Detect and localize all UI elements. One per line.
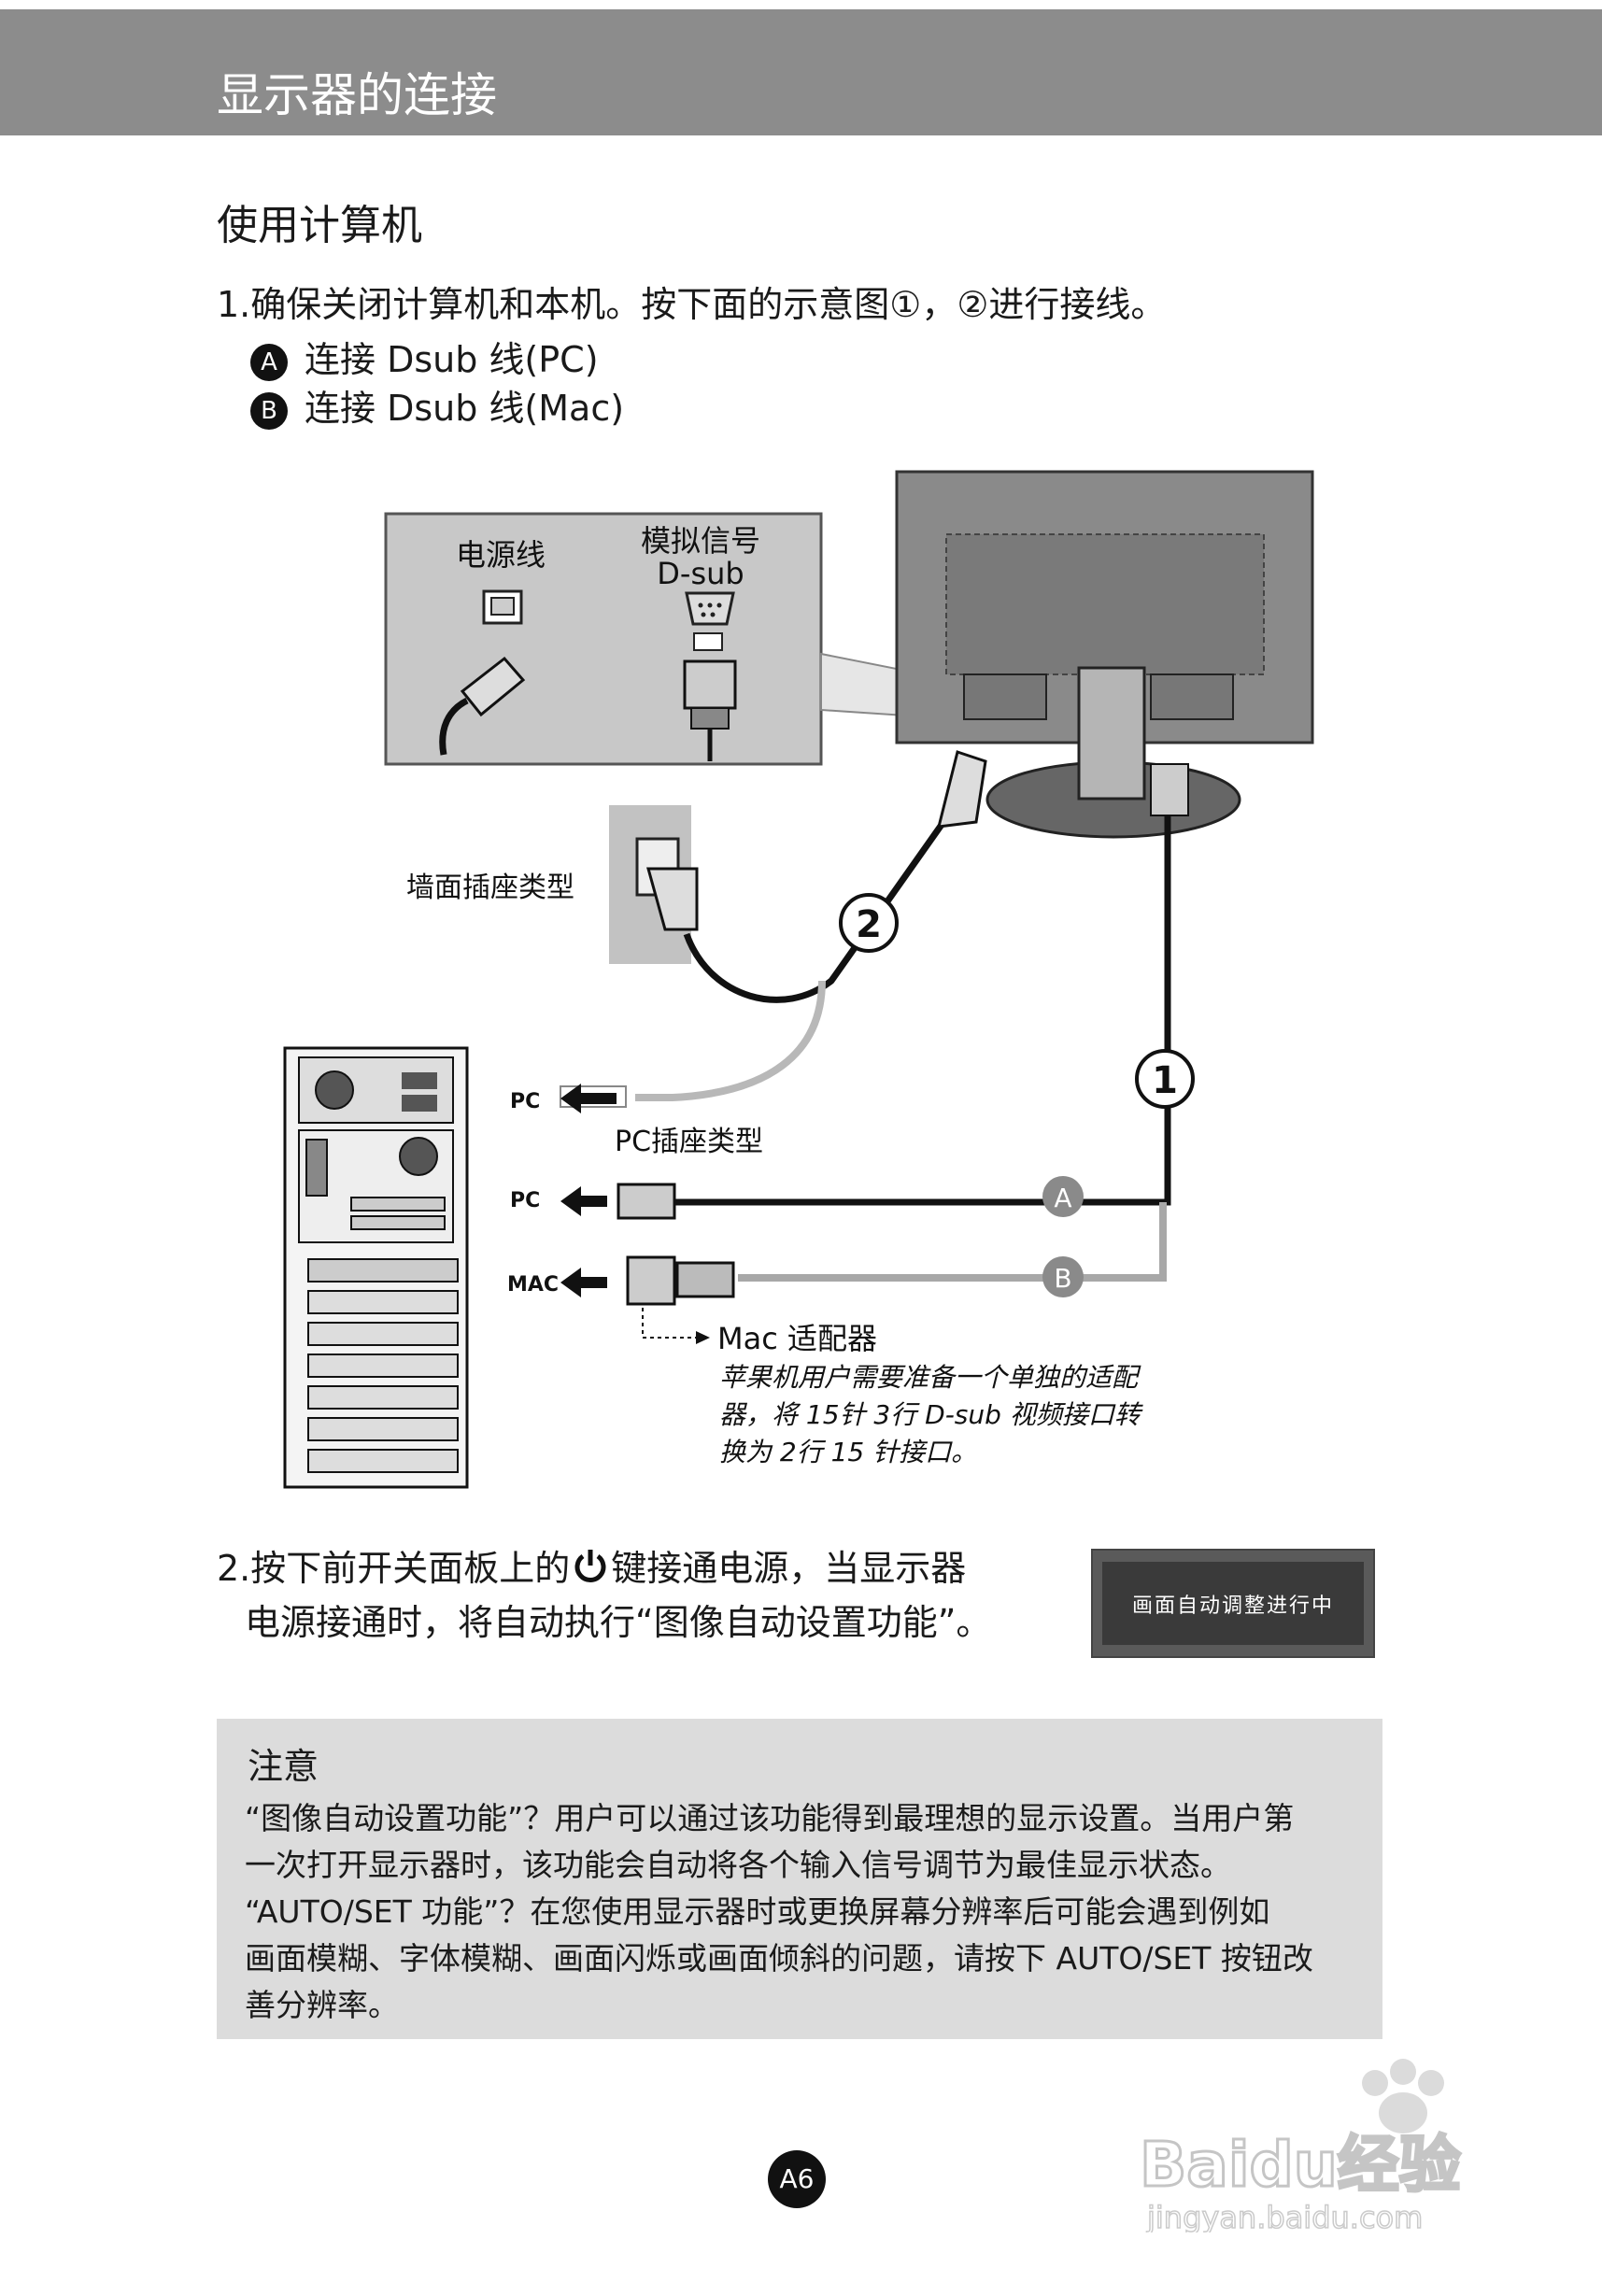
baidu-jingyan-watermark: Baidu经验 jingyan.baidu.com bbox=[1139, 2059, 1462, 2232]
label-mac: MAC bbox=[507, 1273, 559, 1297]
label-dsub: D-sub bbox=[657, 556, 744, 591]
step-2-text: 2.按下前开关面板上的键接通电源，当显示器 电源接通时，将自动执行“图像自动设置… bbox=[217, 1541, 991, 1650]
option-b: B 连接 Dsub 线(Mac) bbox=[250, 379, 624, 431]
dsub-cable-mac bbox=[738, 1202, 1167, 1282]
power-icon bbox=[574, 1550, 606, 1582]
dsub-plug-icon bbox=[683, 659, 737, 761]
badge-b-diagram: B bbox=[1042, 1256, 1084, 1297]
badge-b-diagram-letter: B bbox=[1054, 1263, 1071, 1294]
wall-outlet-illustration bbox=[609, 805, 699, 964]
note-line-4: 画面模糊、字体模糊、画面闪烁或画面倾斜的问题，请按下 AUTO/SET 按钮改 bbox=[245, 1940, 1313, 1977]
watermark-brand: Baidu经验 bbox=[1140, 2129, 1461, 2201]
option-a-label: 连接 Dsub 线(PC) bbox=[305, 339, 599, 380]
callout-2-number: 2 bbox=[856, 903, 882, 946]
label-analog-signal: 模拟信号 bbox=[641, 523, 760, 559]
label-pc-2: PC bbox=[510, 1189, 540, 1212]
mac-note-line-2: 器，将 15针 3行 D-sub 视频接口转 bbox=[719, 1399, 1143, 1430]
mac-adapter-connector bbox=[626, 1255, 735, 1306]
callout-1: 1 bbox=[1135, 1049, 1195, 1109]
arrow-left-icon bbox=[560, 1084, 617, 1113]
power-plug-icon bbox=[439, 656, 526, 756]
note-box bbox=[217, 1719, 1382, 2039]
page-header-title: 显示器的连接 bbox=[217, 68, 497, 122]
header-bar bbox=[0, 9, 1602, 135]
callout-1-number: 1 bbox=[1152, 1059, 1178, 1102]
pc-tower-illustration bbox=[283, 1046, 469, 1489]
step-1-text: 1.确保关闭计算机和本机。按下面的示意图①，②进行接线。 bbox=[217, 284, 1167, 325]
badge-a: A bbox=[250, 343, 288, 381]
label-mac-adapter: Mac 适配器 bbox=[717, 1321, 877, 1356]
dsub-cable-pc bbox=[673, 815, 1171, 1206]
osd-message-box: 画面自动调整进行中 bbox=[1091, 1549, 1375, 1658]
option-a: A 连接 Dsub 线(PC) bbox=[250, 331, 599, 382]
pointer-arrow-icon bbox=[696, 1331, 710, 1344]
section-title: 使用计算机 bbox=[217, 202, 422, 249]
osd-message-text: 画面自动调整进行中 bbox=[1102, 1562, 1364, 1645]
page-number: A6 bbox=[768, 2150, 826, 2208]
monitor-illustration bbox=[895, 470, 1314, 839]
label-pc-1: PC bbox=[510, 1090, 540, 1113]
label-wall-outlet: 墙面插座类型 bbox=[406, 872, 574, 904]
callout-2: 2 bbox=[839, 893, 899, 953]
option-b-label: 连接 Dsub 线(Mac) bbox=[305, 388, 625, 429]
note-title: 注意 bbox=[248, 1746, 319, 1787]
pc-dsub-connector bbox=[617, 1183, 676, 1220]
dsub-port-icon bbox=[685, 591, 735, 651]
step-2-line-1: 2.按下前开关面板上的键接通电源，当显示器 bbox=[217, 1548, 967, 1589]
arrow-left-icon bbox=[560, 1268, 607, 1297]
power-socket-icon bbox=[482, 589, 523, 625]
badge-a-diagram: A bbox=[1042, 1176, 1084, 1217]
label-pc-outlet: PC插座类型 bbox=[615, 1126, 763, 1158]
note-line-1: “图像自动设置功能”？用户可以通过该功能得到最理想的显示设置。当用户第 bbox=[245, 1800, 1295, 1836]
mac-note-line-1: 苹果机用户需要准备一个单独的适配 bbox=[719, 1362, 1141, 1393]
note-line-2: 一次打开显示器时，该功能会自动将各个输入信号调节为最佳显示状态。 bbox=[245, 1847, 1231, 1883]
step-2-line-2: 电源接通时，将自动执行“图像自动设置功能”。 bbox=[245, 1602, 992, 1643]
adapter-pointer-line bbox=[642, 1308, 696, 1339]
arrow-left-icon bbox=[560, 1186, 607, 1216]
label-power-cord: 电源线 bbox=[456, 537, 546, 573]
badge-b: B bbox=[250, 391, 288, 430]
badge-a-diagram-letter: A bbox=[1054, 1183, 1071, 1213]
connector-inset: 电源线 模拟信号 D-sub bbox=[384, 512, 963, 766]
note-line-5: 善分辨率。 bbox=[245, 1987, 399, 2023]
connection-diagram: 电源线 模拟信号 D-sub bbox=[283, 470, 1314, 1489]
watermark-url: jingyan.baidu.com bbox=[1146, 2200, 1423, 2232]
note-line-3: “AUTO/SET 功能”？在您使用显示器时或更换屏幕分辨率后可能会遇到例如 bbox=[245, 1893, 1270, 1930]
mac-note-line-3: 换为 2行 15 针接口。 bbox=[719, 1437, 977, 1467]
